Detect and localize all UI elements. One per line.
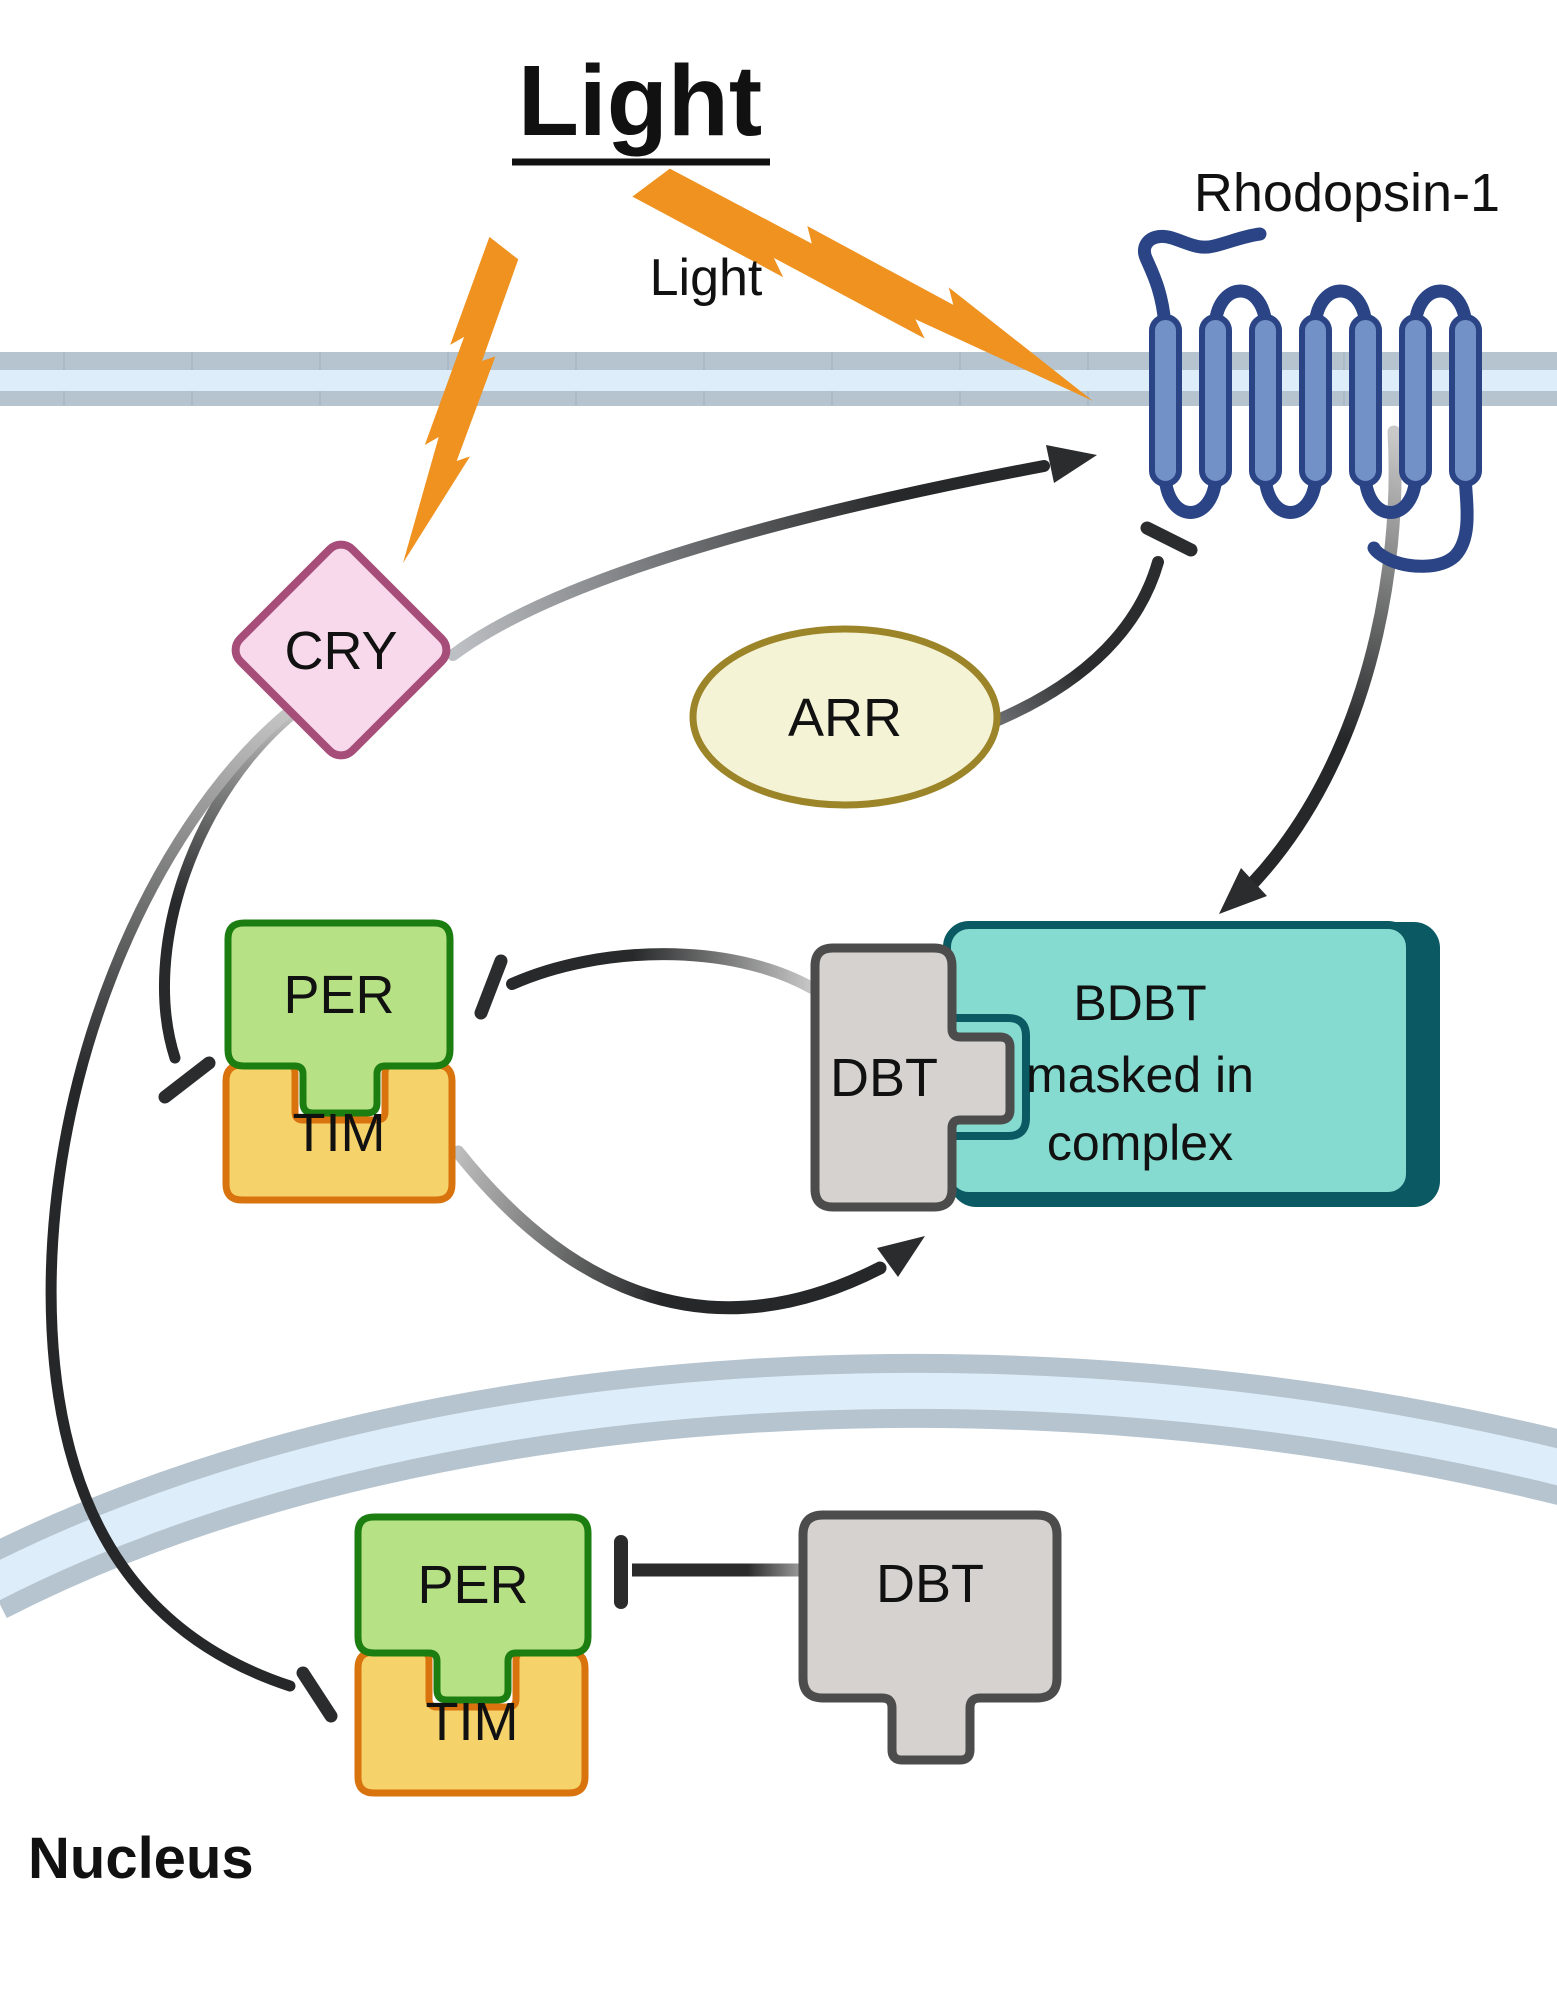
pertim-complex-cytoplasm (222, 919, 456, 1204)
light-stimulus-label: Light (650, 249, 763, 307)
per-nucleus-node (354, 1513, 592, 1704)
dbt-cytoplasm-node (810, 943, 1015, 1212)
dbt-nucleus-node (798, 1510, 1062, 1765)
bdbt-label-line2: masked in (1026, 1047, 1254, 1103)
cry-label: CRY (284, 621, 397, 681)
per-cytoplasm-label: PER (283, 965, 394, 1025)
inhibitor-cry-to-pertim-nucleus (45, 709, 338, 1723)
inhibitor-dbt-to-per-nucleus (614, 1535, 806, 1609)
rhodopsin-receptor (1138, 227, 1482, 573)
arrow-rhodopsin-to-bdbt (1219, 425, 1402, 914)
labels: Light Light Rhodopsin-1 CRY ARR PER TIM … (28, 45, 1500, 1891)
arr-node (689, 625, 1001, 809)
bdbt-label-line1: BDBT (1073, 975, 1206, 1031)
tim-nucleus-label: TIM (426, 1692, 519, 1752)
bdbt-label-line3: complex (1047, 1115, 1233, 1171)
cry-node (231, 540, 451, 760)
pertim-complex-nucleus (354, 1513, 592, 1797)
dbt-cytoplasm-label: DBT (830, 1048, 938, 1108)
rhodopsin-label: Rhodopsin-1 (1194, 163, 1500, 223)
dbt-nucleus-label: DBT (876, 1554, 984, 1614)
per-nucleus-label: PER (417, 1555, 528, 1615)
arrow-tim-to-bdbt (451, 1145, 925, 1315)
per-cytoplasm-node (224, 919, 454, 1117)
rhodopsin-helices (1149, 314, 1482, 487)
inhibitor-dbt-to-per-cytoplasm (474, 948, 818, 1020)
tim-cytoplasm-label: TIM (293, 1103, 386, 1163)
nuclear-envelope (0, 1353, 1557, 1618)
inhibitor-arr-to-rhodopsin (992, 521, 1198, 726)
arr-label: ARR (788, 688, 902, 748)
bdbt-complex-node (943, 921, 1440, 1207)
arrow-cry-to-rhodopsin (447, 445, 1097, 661)
nucleus-label: Nucleus (28, 1826, 254, 1891)
connectors (45, 425, 1402, 1723)
diagram-title: Light (518, 45, 762, 157)
